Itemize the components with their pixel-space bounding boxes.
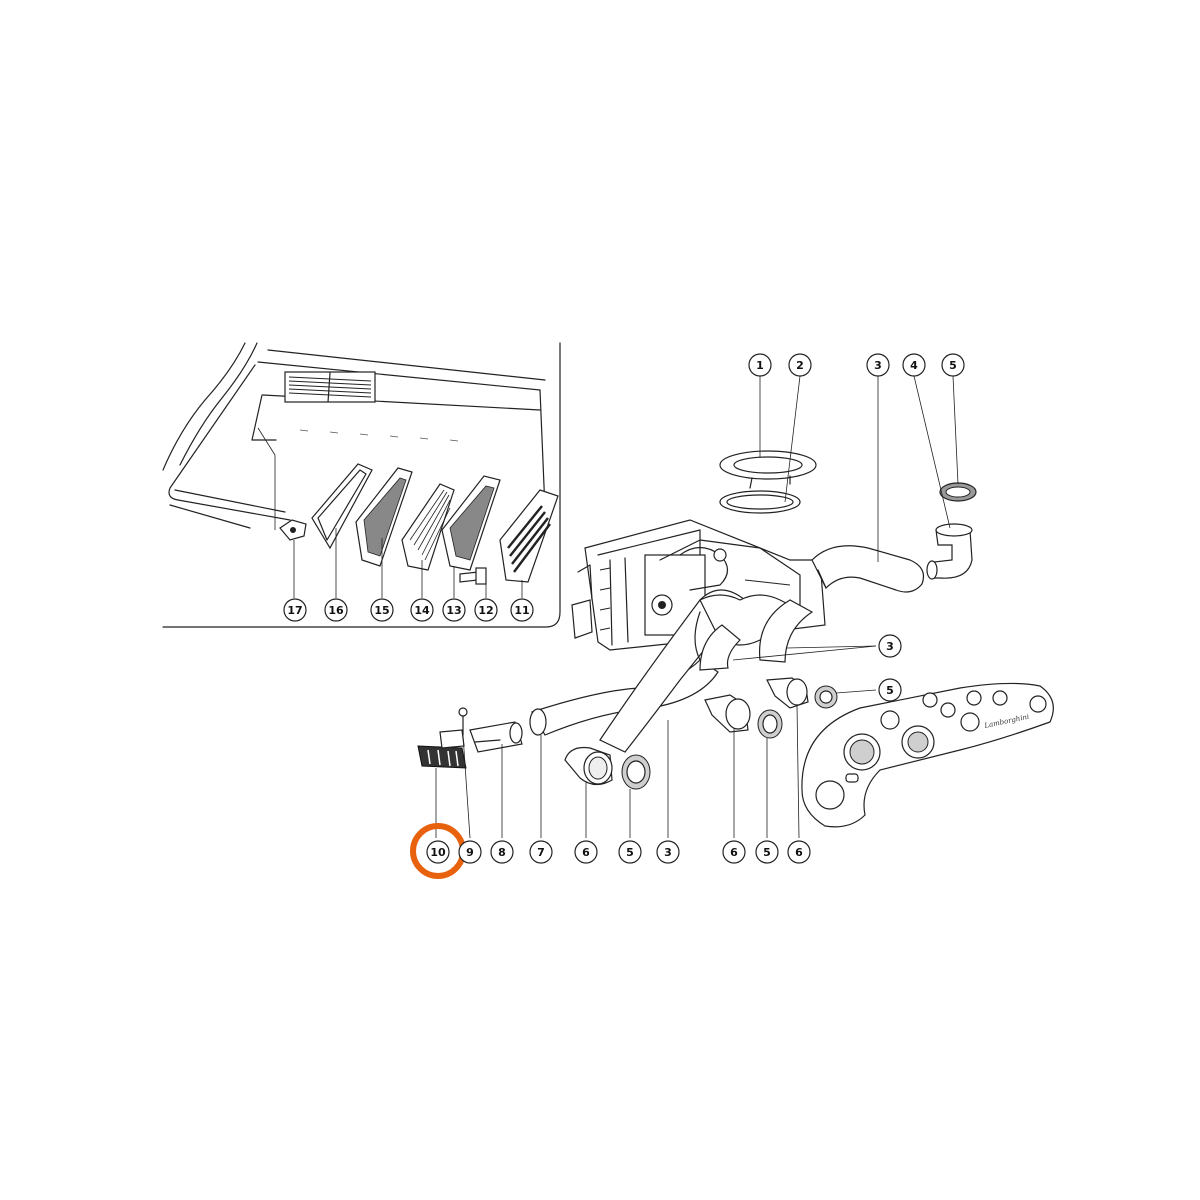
part-13-mesh [441,475,501,571]
callout-7: 7 [529,840,553,864]
svg-text:6: 6 [795,846,803,859]
callout-4: 4 [902,353,926,377]
part-5-grommet-mid [757,709,783,739]
svg-text:4: 4 [910,359,918,372]
svg-text:9: 9 [466,846,474,859]
hose-assembly [529,589,814,753]
svg-text:8: 8 [498,846,506,859]
svg-text:5: 5 [763,846,771,859]
callout-5-left: 5 [618,840,642,864]
callout-8: 8 [490,840,514,864]
rear-deck-illustration [162,342,546,530]
svg-text:15: 15 [374,604,389,617]
callout-6-mid: 6 [722,840,746,864]
callout-16: 16 [324,598,348,622]
svg-text:5: 5 [949,359,957,372]
svg-text:12: 12 [478,604,493,617]
part-8-duct [469,721,523,753]
callout-5-mid: 5 [755,840,779,864]
svg-text:6: 6 [582,846,590,859]
part-9-screw [458,707,468,736]
callout-15: 15 [370,598,394,622]
svg-text:7: 7 [537,846,545,859]
part-6-elbow-right [766,677,809,709]
part-17-clip [279,519,307,541]
part-6-elbow-mid [704,694,751,733]
part-2-gasket [719,490,801,514]
callout-6-left: 6 [574,840,598,864]
callout-6-right: 6 [787,840,811,864]
part-5-grommet-left [621,754,651,790]
svg-text:1: 1 [756,359,764,372]
svg-text:13: 13 [446,604,461,617]
svg-text:16: 16 [328,604,344,617]
part-11-vent [499,489,559,583]
part-10-vent-block [417,729,467,769]
callout-10-highlighted: 10 [410,823,466,879]
leader-lines [435,375,959,839]
callout-3-top: 3 [866,353,890,377]
svg-text:6: 6 [730,846,738,859]
inset-panel [162,342,561,628]
callout-17: 17 [283,598,307,622]
callout-13: 13 [442,598,466,622]
dashboard-cluster: Lamborghini [801,682,1054,828]
part-14-filter [401,483,455,571]
svg-text:17: 17 [287,604,302,617]
callouts: 1 2 3 4 5 3 5 17 16 15 14 13 12 11 10 9 … [283,353,965,879]
callout-5-right: 5 [878,678,902,702]
svg-text:14: 14 [414,604,430,617]
part-1-flange [719,450,817,489]
svg-text:11: 11 [514,604,529,617]
part-3-upper-hose [811,545,925,593]
part-16-gasket [311,463,373,550]
svg-text:5: 5 [626,846,634,859]
svg-text:2: 2 [796,359,804,372]
part-6-elbow-left [564,746,613,786]
callout-5-top: 5 [941,353,965,377]
part-5-grommet-right [814,685,838,709]
callout-11: 11 [510,598,534,622]
svg-text:3: 3 [886,640,894,653]
inset-leaders [293,528,523,598]
callout-1: 1 [748,353,772,377]
callout-9: 9 [458,840,482,864]
svg-text:5: 5 [886,684,894,697]
part-4-elbow [926,523,973,580]
callout-3-right: 3 [878,634,902,658]
part-5-grommet-top [939,482,977,502]
callout-14: 14 [410,598,434,622]
part-12-bolt [459,567,487,585]
svg-text:3: 3 [874,359,882,372]
callout-3-bottom: 3 [656,840,680,864]
callout-2: 2 [788,353,812,377]
part-15-mesh [355,467,413,567]
svg-text:10: 10 [430,846,446,859]
callout-12: 12 [474,598,498,622]
svg-text:3: 3 [664,846,672,859]
